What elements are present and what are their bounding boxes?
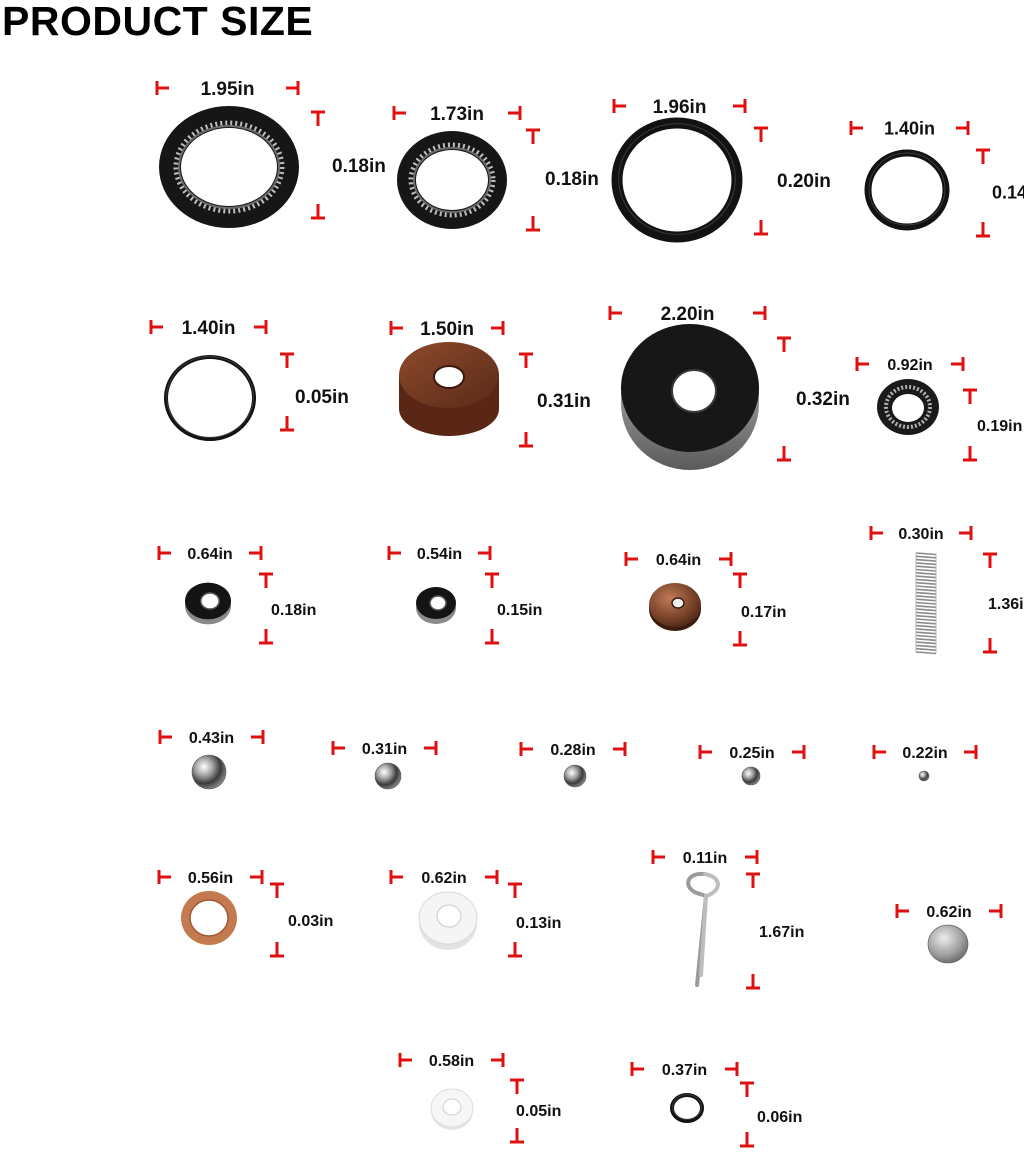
width-label: 0.64in [187, 546, 232, 563]
part-oring-small: 0.37in 0.06in [630, 1062, 802, 1148]
part-ring-2: 1.73in 0.18in [392, 104, 599, 232]
part-washer-brown-large: 1.50in 0.31in [389, 319, 591, 448]
width-label: 1.95in [201, 79, 255, 100]
part-oring-2: 1.40in 0.14in [849, 118, 1024, 238]
width-label: 0.62in [926, 904, 971, 921]
width-label: 1.40in [884, 118, 935, 138]
width-label: 1.73in [430, 104, 484, 125]
height-label: 0.31in [537, 391, 591, 412]
washer-hole [189, 899, 229, 937]
part-ball-1: 0.43in [158, 730, 265, 790]
height-label: 1.67in [759, 924, 804, 941]
washer-hole [433, 365, 465, 389]
height-label: 0.13in [516, 915, 561, 932]
part-ring-3: 0.92in 0.19in [855, 357, 1022, 462]
height-label: 0.03in [288, 913, 333, 930]
width-label: 2.20in [661, 304, 715, 325]
page-title: PRODUCT SIZE [2, 0, 314, 44]
part-ball-4: 0.25in [698, 745, 806, 786]
width-label: 0.64in [656, 552, 701, 569]
height-label: 0.14in [992, 182, 1024, 202]
width-label: 0.28in [550, 742, 595, 759]
ring-hole [892, 394, 924, 422]
width-label: 0.43in [189, 730, 234, 747]
width-label: 0.58in [429, 1053, 474, 1070]
steel-ball [918, 770, 930, 782]
ring-hole [181, 128, 277, 206]
height-label: 0.20in [777, 171, 831, 192]
ring-inner-edge [413, 147, 491, 213]
cotter-pin-leg [686, 871, 709, 987]
part-washer-copper: 0.56in 0.03in [157, 870, 333, 958]
width-label: 0.56in [188, 870, 233, 887]
part-washer-nylon-1: 0.62in 0.13in [389, 870, 561, 958]
part-ball-3: 0.28in [519, 742, 627, 788]
part-seal-1: 0.64in 0.18in [157, 546, 316, 645]
seal-hole [429, 595, 447, 611]
width-label: 0.31in [362, 741, 407, 758]
width-label: 0.30in [898, 526, 943, 543]
steel-ball [563, 764, 587, 788]
ring-texture [408, 142, 496, 218]
steel-ball [191, 754, 227, 790]
seal-hole [671, 597, 685, 609]
height-label: 0.05in [516, 1103, 561, 1120]
width-label: 0.11in [683, 850, 727, 867]
seal-hole [200, 592, 220, 610]
oring-highlight [672, 1094, 702, 1120]
part-cotter-pin: 0.11in 1.67in [651, 850, 804, 990]
steel-ball [374, 762, 402, 790]
washer-hole [436, 904, 462, 928]
oring-highlight [618, 123, 736, 235]
height-label: 0.06in [757, 1109, 802, 1126]
washer-hole [671, 369, 717, 413]
height-label: 0.05in [295, 387, 349, 408]
height-label: 0.18in [332, 156, 386, 177]
part-seal-2: 0.54in 0.15in [387, 546, 542, 645]
part-ball-2: 0.31in [331, 741, 438, 790]
width-label: 1.96in [653, 97, 707, 118]
part-oring-1: 1.96in 0.20in [611, 97, 831, 243]
width-label: 0.54in [417, 546, 462, 563]
oring-body [164, 355, 256, 441]
width-label: 0.92in [887, 357, 932, 374]
washer-hole [442, 1098, 462, 1116]
ring-inner-edge [178, 125, 280, 209]
part-oring-3: 1.40in 0.05in [149, 318, 349, 441]
height-label: 0.17in [741, 604, 786, 621]
height-label: 0.19in [977, 418, 1022, 435]
part-spring: 0.30in 1.36in [869, 526, 1024, 655]
height-label: 1.36in [988, 596, 1024, 613]
part-washer-nylon-2: 0.58in 0.05in [398, 1053, 561, 1144]
height-label: 0.18in [271, 602, 316, 619]
oring-highlight [166, 356, 254, 438]
metal-disc [927, 924, 969, 964]
width-label: 1.50in [420, 319, 474, 340]
part-disc: 0.62in [895, 904, 1003, 964]
steel-ball [741, 766, 761, 786]
spring-coils [915, 552, 937, 655]
width-label: 0.22in [902, 745, 947, 762]
ring-texture [173, 120, 285, 214]
part-ring-1: 1.95in 0.18in [155, 79, 386, 228]
oring-highlight [868, 152, 946, 226]
width-label: 1.40in [182, 318, 236, 339]
ring-texture [884, 385, 932, 429]
height-label: 0.15in [497, 602, 542, 619]
part-ball-5: 0.22in [872, 745, 978, 782]
cotter-pin-leg [699, 872, 720, 977]
width-label: 0.62in [421, 870, 466, 887]
width-label: 0.25in [729, 745, 774, 762]
ring-hole [416, 150, 488, 210]
oring-body [611, 117, 743, 243]
width-label: 0.37in [662, 1062, 707, 1079]
height-label: 0.18in [545, 169, 599, 190]
part-washer-black-large: 2.20in 0.32in [608, 304, 850, 470]
part-seal-3: 0.64in 0.17in [624, 552, 786, 647]
height-label: 0.32in [796, 389, 850, 410]
